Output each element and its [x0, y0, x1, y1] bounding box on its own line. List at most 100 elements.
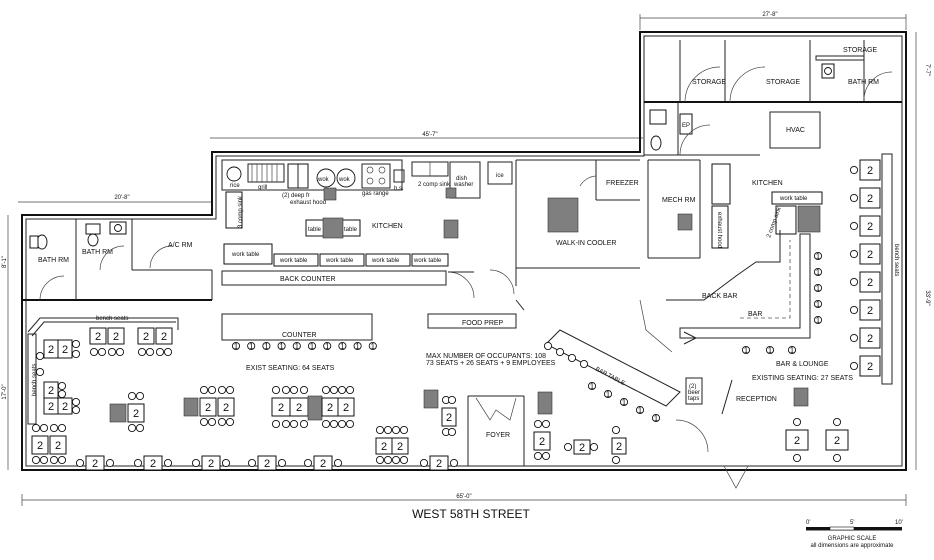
- chair: [31, 455, 41, 465]
- kitchen-table-1: table: [308, 227, 322, 233]
- chair: [813, 267, 823, 277]
- chair: [35, 351, 45, 361]
- table-2-top: [57, 339, 73, 359]
- table-2-label: 2: [133, 408, 139, 420]
- stool-label: 1: [264, 342, 269, 351]
- table-2-label: 2: [834, 435, 840, 447]
- chair: [579, 359, 589, 369]
- table-2-top: [155, 327, 173, 345]
- table-2-label: 2: [616, 441, 622, 453]
- stool-label: 1: [279, 342, 284, 351]
- chair: [217, 417, 227, 427]
- table-2-label: 2: [794, 435, 800, 447]
- stool-label: 1: [816, 268, 821, 277]
- stool-label: 1: [816, 300, 821, 309]
- chair: [145, 347, 155, 357]
- table-2-label: 2: [296, 402, 302, 414]
- kitchen-rice: rice: [230, 183, 240, 189]
- dim-rear-width: 27'-8": [762, 12, 777, 18]
- table-2-top: [137, 327, 155, 345]
- chair: [247, 341, 256, 351]
- room-bath-rm-1: BATH RM: [38, 257, 69, 264]
- chair: [447, 427, 457, 437]
- chair: [299, 385, 309, 395]
- chair: [849, 165, 859, 175]
- table-2-top: [859, 215, 881, 237]
- chair: [813, 299, 823, 309]
- chair: [221, 458, 231, 468]
- chair: [155, 347, 165, 357]
- stool-label: 1: [355, 342, 360, 351]
- kitchen-two-comp-sink: 2 comp sink: [418, 182, 451, 188]
- stool-label: 1: [790, 346, 795, 355]
- room-storage-2: STORAGE: [766, 79, 800, 86]
- stool-label: 1: [744, 346, 749, 355]
- bar-area: BACK BAR BAR BAR TABLE (2) beer taps REC…: [545, 153, 899, 489]
- chair: [555, 347, 565, 357]
- stool-label: 1: [606, 390, 611, 399]
- chair: [127, 423, 137, 433]
- occupancy-line-1: MAX NUMBER OF OCCUPANTS: 108: [426, 353, 546, 360]
- chair: [135, 423, 145, 433]
- chair: [619, 397, 629, 407]
- table-2-label: 2: [327, 402, 333, 414]
- table-2-label: 2: [223, 402, 229, 414]
- room-storage-1: STORAGE: [692, 79, 726, 86]
- chair: [289, 385, 299, 395]
- table-2-top: [257, 455, 277, 471]
- chair: [832, 453, 842, 463]
- table-2-label: 2: [278, 402, 284, 414]
- table-2-top: [313, 455, 333, 471]
- chair: [849, 249, 859, 259]
- chair: [35, 367, 45, 377]
- scale-tick-0: 0': [806, 520, 810, 526]
- kitchen-hs: h.s.: [394, 186, 404, 192]
- chair: [281, 385, 291, 395]
- exterior-walls: [21, 31, 907, 471]
- right-exhaust-hood: exhaust hood: [716, 212, 722, 248]
- table-2-top: [107, 327, 125, 345]
- chair: [163, 458, 173, 468]
- kitchen-gas-range: gas range: [362, 191, 389, 197]
- table-2-top: [859, 187, 881, 209]
- chair: [611, 425, 621, 435]
- table-2-top: [611, 437, 627, 455]
- chair: [813, 315, 823, 325]
- chair: [299, 419, 309, 429]
- table-2-label: 2: [539, 436, 545, 448]
- chair: [849, 221, 859, 231]
- chair: [71, 405, 81, 415]
- chair: [541, 419, 551, 429]
- table-2-label: 2: [37, 440, 43, 452]
- chair: [399, 455, 409, 465]
- graphic-scale: 0' 5' 10' GRAPHIC SCALE all dimensions a…: [806, 520, 903, 549]
- room-mech-rm: MECH RM: [662, 197, 696, 204]
- chair: [541, 451, 551, 461]
- chair: [75, 458, 85, 468]
- table-2-top: [441, 407, 457, 427]
- dim-left-wing-width: 20'-8": [114, 195, 129, 201]
- table-2-label: 2: [867, 333, 873, 345]
- column: [183, 397, 199, 417]
- table-2-top: [859, 243, 881, 265]
- chair: [207, 417, 217, 427]
- column: [423, 389, 439, 409]
- table-2-label: 2: [343, 402, 349, 414]
- chair: [289, 419, 299, 429]
- kitchen-grill: grill: [258, 185, 267, 191]
- chair: [329, 385, 339, 395]
- beer-taps-2: beer: [688, 390, 700, 396]
- table-2-top: [859, 327, 881, 349]
- table-2-label: 2: [62, 401, 68, 413]
- left-dining: bench seats bench seats EXIST SEATING: 6…: [27, 316, 335, 425]
- back-bar-label: BACK BAR: [702, 293, 737, 300]
- stool-label: 1: [310, 342, 315, 351]
- chair: [391, 455, 401, 465]
- chair: [567, 353, 577, 363]
- scale-title: GRAPHIC SCALE: [828, 536, 877, 542]
- table-2-top: [57, 397, 73, 415]
- chair: [321, 385, 331, 395]
- chair: [277, 341, 286, 351]
- table-2-top: [217, 397, 235, 417]
- stool-label: 1: [590, 382, 595, 391]
